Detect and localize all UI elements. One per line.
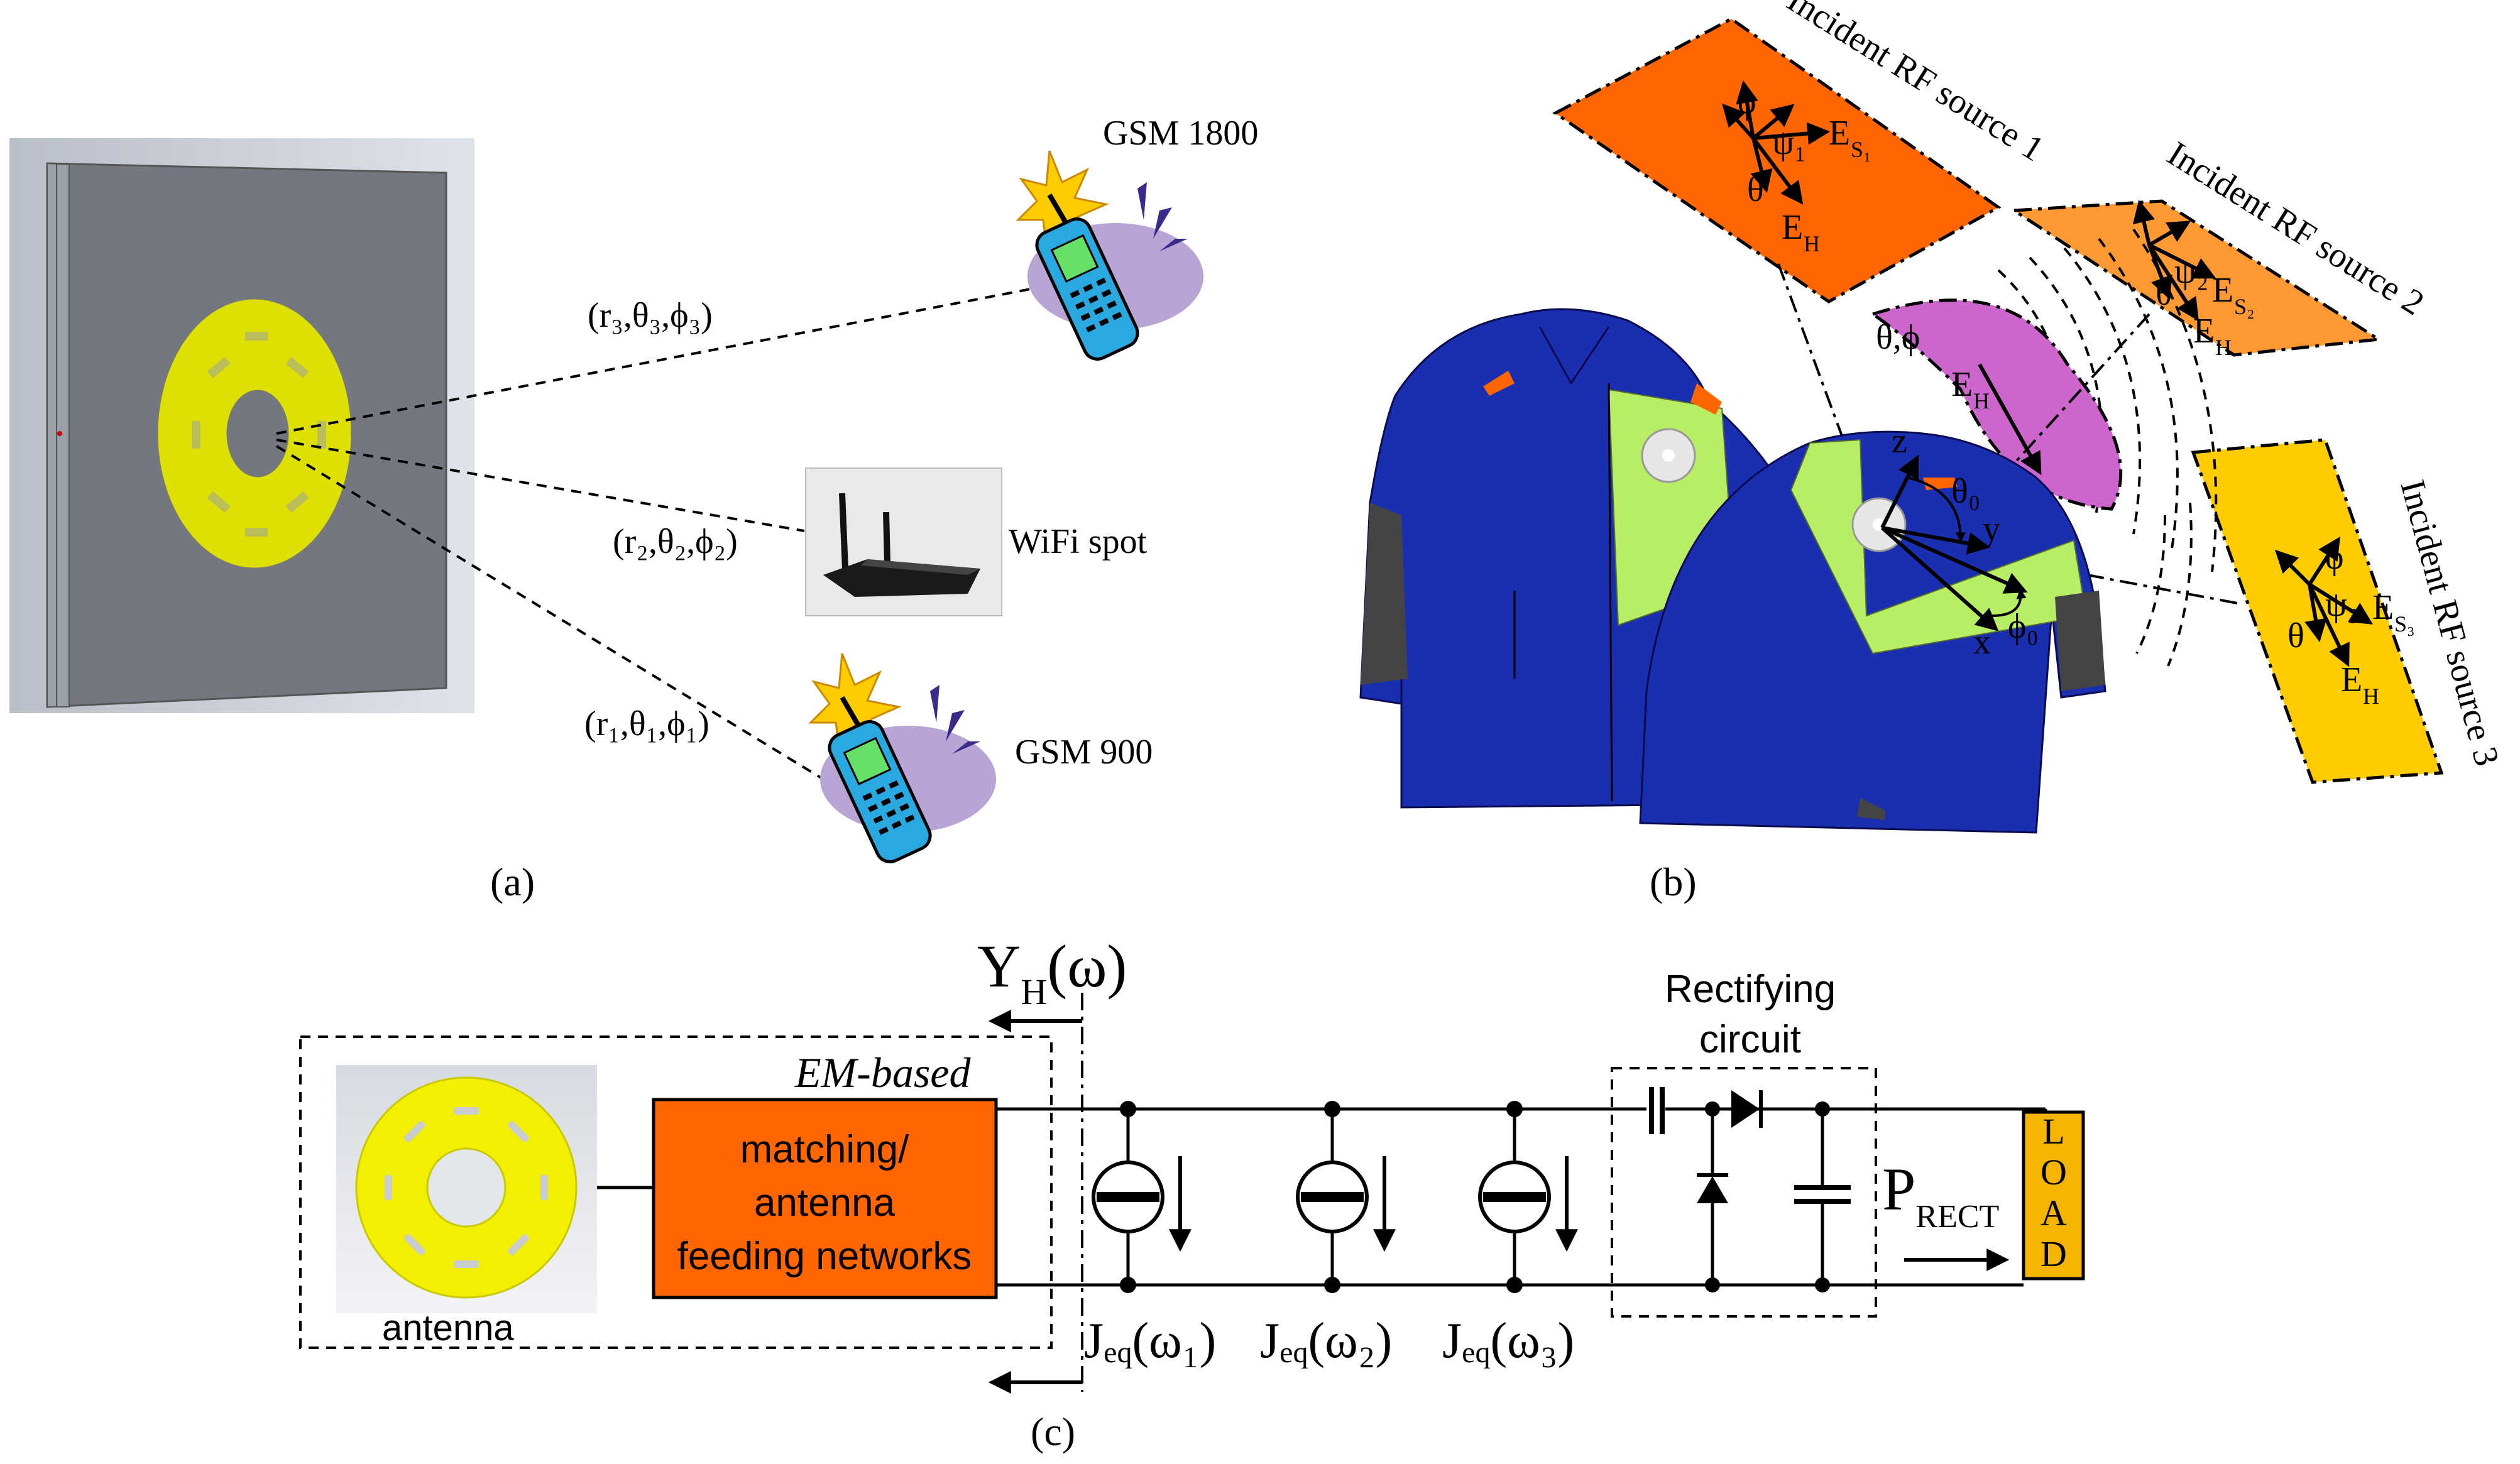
svg-text:E: E	[1782, 208, 1803, 247]
jacket-back	[1639, 430, 2106, 834]
load-box	[2022, 1110, 2085, 1281]
svg-text:E: E	[2212, 271, 2233, 310]
svg-text:θ: θ	[2287, 616, 2304, 655]
rectifying-circuit-region	[1611, 1067, 1877, 1318]
source-2-field-vectors: ψ₂ θ E S₂ E H	[2132, 199, 2255, 360]
svg-text:S₂: S₂	[2234, 294, 2255, 319]
load-letter-o: O	[2041, 1152, 2067, 1193]
shunt-diode	[1697, 1101, 1728, 1292]
coords-source-1: (r₁,θ₁,ϕ₁)	[584, 704, 709, 743]
svg-text:H: H	[1973, 388, 1990, 413]
panel-a: (r₃,θ₃,ϕ₃) (r₂,θ₂,ϕ₂) (r₁,θ₁,ϕ₁) GSM 180…	[9, 114, 1258, 904]
incident-beam-shape	[1869, 298, 2123, 511]
rf-source-1-plane	[1552, 17, 2002, 303]
gsm1800-label: GSM 1800	[1103, 114, 1258, 153]
coords-source-3: (r₃,θ₃,ϕ₃)	[588, 296, 713, 335]
rf-source-3-plane	[2191, 438, 2444, 784]
annular-slot-antenna	[156, 297, 353, 570]
gsm900-label: GSM 900	[1015, 733, 1153, 772]
panel-c: EM-based antenna matching/ antenna feedi…	[299, 932, 2085, 1454]
matching-line-3: feeding networks	[677, 1235, 972, 1278]
svg-text:S₃: S₃	[2394, 611, 2415, 636]
em-based-label: EM-based	[794, 1049, 971, 1096]
path-gsm900	[275, 445, 824, 780]
local-axes: z y x θ₀ ϕ₀	[1880, 422, 2039, 662]
svg-text:E: E	[2193, 312, 2215, 351]
panel-b-caption: (b)	[1650, 860, 1697, 904]
svg-text:E: E	[1829, 114, 1850, 153]
current-source-3	[1478, 1101, 1578, 1293]
matching-network-box	[652, 1098, 998, 1299]
svg-text:x: x	[1973, 623, 1991, 662]
panel-a-caption: (a)	[490, 860, 535, 904]
panel-c-caption: (c)	[1031, 1409, 1075, 1454]
coords-source-2: (r₂,θ₂,ϕ₂)	[613, 522, 738, 561]
load-letter-l: L	[2042, 1111, 2064, 1152]
antenna-label: antenna	[382, 1308, 514, 1348]
svg-text:E: E	[2341, 660, 2362, 699]
antenna-icon	[336, 1065, 597, 1313]
svg-text:H: H	[2215, 335, 2232, 360]
svg-text:ϕ₀: ϕ₀	[2008, 607, 2039, 646]
yh-label: YH(ω)	[977, 932, 1127, 1012]
svg-text:z: z	[1892, 422, 1907, 461]
gsm900-phone-icon	[808, 653, 996, 863]
rectifying-line-2: circuit	[1699, 1018, 1801, 1061]
jeq-label-2: Jeq(ω₂)	[1260, 1313, 1392, 1369]
svg-text:E: E	[2372, 588, 2394, 627]
svg-text:H: H	[1804, 231, 1820, 256]
jeq-label-3: Jeq(ω₃)	[1442, 1313, 1574, 1369]
svg-text:θ₀: θ₀	[1951, 472, 1980, 511]
series-diode	[1731, 1090, 1763, 1128]
svg-text:ϕ: ϕ	[2325, 538, 2343, 577]
current-source-1	[1092, 1101, 1192, 1293]
load-letter-d: D	[2041, 1233, 2067, 1274]
wifi-router-icon	[805, 467, 1002, 616]
matching-line-2: antenna	[754, 1181, 896, 1225]
path-gsm1800	[276, 288, 1031, 435]
source-1-field-vectors: ϕ ψ₁ θ E S₁ E H	[1722, 80, 1871, 256]
beam-angles: θ,ϕ	[1876, 318, 1920, 357]
panel-b: ϕ ψ₁ θ E S₁ E H Incident RF source 1 ψ₂ …	[1359, 0, 2506, 904]
path-wifi	[276, 439, 805, 532]
matching-line-1: matching/	[740, 1128, 910, 1171]
prect-label: PRECT	[1882, 1155, 1999, 1235]
rectifying-line-1: Rectifying	[1665, 968, 1836, 1011]
em-based-region	[299, 1035, 1053, 1349]
svg-text:S₁: S₁	[1851, 137, 1871, 162]
gsm1800-phone-icon	[1016, 150, 1203, 361]
svg-text:y: y	[1983, 510, 2000, 549]
svg-text:ψ₂: ψ₂	[2174, 252, 2209, 291]
source-3-field-vectors: ϕ ψ₃ θ E S₃ E H	[2274, 536, 2415, 709]
svg-text:ϕ: ϕ	[1738, 82, 1756, 121]
svg-text:H: H	[2363, 684, 2379, 709]
shunt-capacitor	[1794, 1101, 1851, 1292]
jeq-label-1: Jeq(ω₁)	[1084, 1313, 1216, 1369]
wifi-label: WiFi spot	[1009, 522, 1148, 561]
svg-text:θ: θ	[1747, 170, 1764, 209]
current-source-2	[1296, 1101, 1396, 1293]
svg-text:ψ₃: ψ₃	[2325, 585, 2360, 624]
svg-text:ψ₁: ψ₁	[1772, 123, 1807, 162]
svg-text:E: E	[1951, 365, 1973, 404]
load-letter-a: A	[2041, 1193, 2067, 1233]
